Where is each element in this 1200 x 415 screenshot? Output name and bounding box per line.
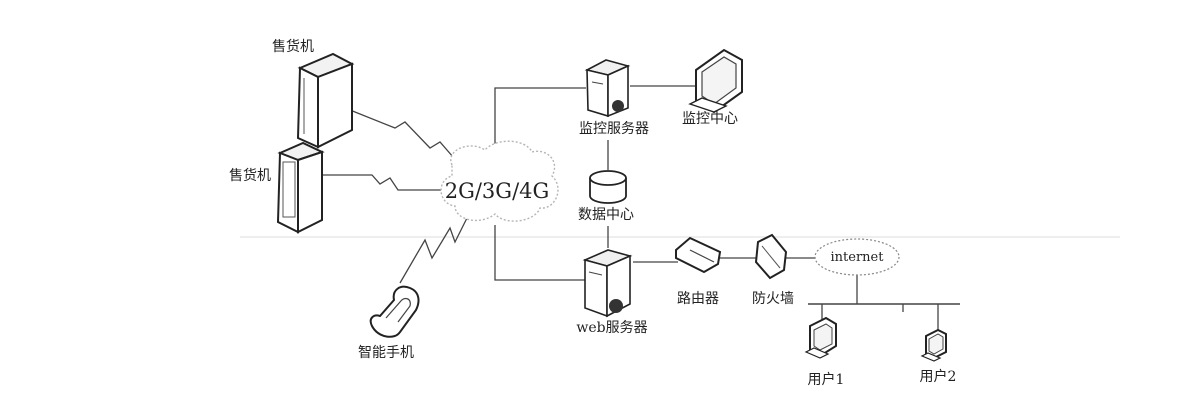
router-label: 路由器 xyxy=(677,291,719,307)
database-icon xyxy=(589,170,627,204)
vending-machine-icon xyxy=(276,141,325,234)
vending1-label: 售货机 xyxy=(272,38,314,55)
network-label: 2G/3G/4G xyxy=(445,179,550,203)
cloud-icon xyxy=(440,140,559,222)
monitor-center-label: 监控中心 xyxy=(682,111,738,127)
firewall: 防火墙 xyxy=(752,233,794,307)
mobile-network-cloud: 2G/3G/4G xyxy=(440,140,559,222)
data-center: 数据中心 xyxy=(578,170,634,223)
wireless-link-phone xyxy=(399,211,471,284)
user-2: 用户2 xyxy=(920,328,957,385)
monitor-server: 监控服务器 xyxy=(579,59,649,137)
phone-label: 智能手机 xyxy=(358,345,414,361)
wireless-link-vending1 xyxy=(349,109,461,166)
vending-machine-1: 售货机 xyxy=(272,38,355,149)
smartphone: 智能手机 xyxy=(358,285,420,361)
data-center-label: 数据中心 xyxy=(578,207,634,223)
internet-ellipse xyxy=(814,238,900,276)
user1-label: 用户1 xyxy=(808,371,845,388)
internet-label: internet xyxy=(831,250,885,265)
monitor-server-label: 监控服务器 xyxy=(579,121,649,137)
server-icon xyxy=(582,249,633,318)
web-server-label: web服务器 xyxy=(576,320,647,336)
link-cloud-web xyxy=(494,225,585,281)
connections xyxy=(322,85,960,330)
vending2-label: 售货机 xyxy=(229,167,271,184)
computer-icon xyxy=(920,328,947,362)
internet: internet xyxy=(814,238,900,276)
user2-label: 用户2 xyxy=(920,368,957,385)
computer-icon xyxy=(804,316,837,359)
firewall-label: 防火墙 xyxy=(752,291,794,307)
monitor-center: 监控中心 xyxy=(682,48,743,127)
wireless-link-vending2 xyxy=(322,174,445,191)
vending-machine-2: 售货机 xyxy=(229,141,325,234)
router-icon xyxy=(675,236,722,274)
phone-icon xyxy=(369,285,420,338)
server-icon xyxy=(584,59,631,118)
user-1: 用户1 xyxy=(804,316,845,388)
monitor-icon xyxy=(688,48,743,114)
link-cloud-monitor xyxy=(494,87,586,160)
firewall-icon xyxy=(754,233,788,280)
web-server: web服务器 xyxy=(576,249,648,336)
router: 路由器 xyxy=(675,236,722,307)
vending-machine-icon xyxy=(296,52,355,149)
